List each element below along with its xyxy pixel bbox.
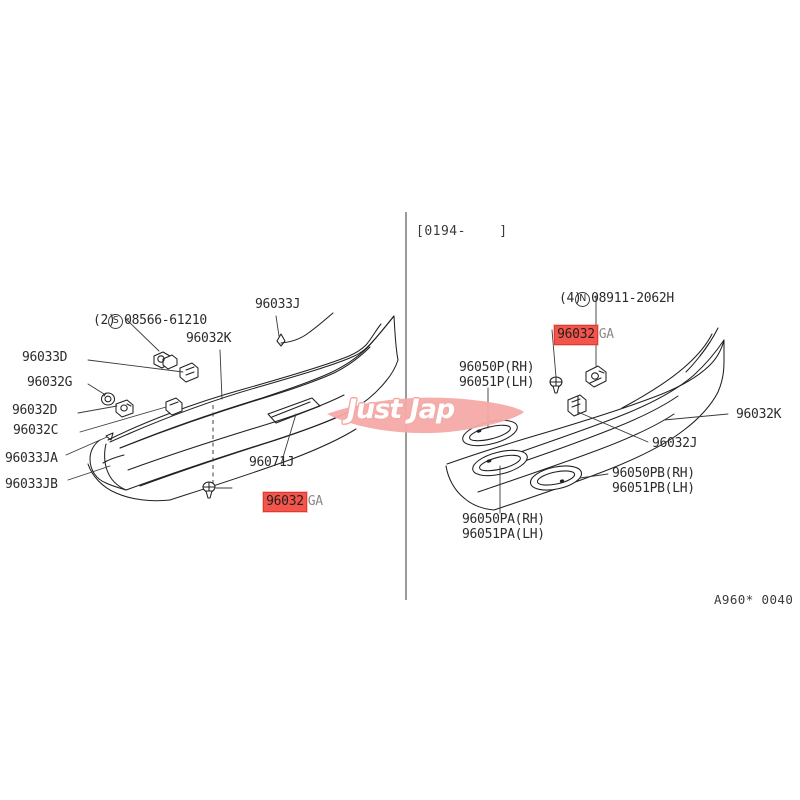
clip-96032ga-right — [549, 376, 563, 394]
leader-96032g — [87, 383, 105, 395]
circle-s-icon: S — [108, 314, 124, 329]
label-96050pa-rh: 96050PA(RH) — [462, 512, 545, 527]
leader-96032d — [77, 405, 118, 414]
label-96051p-lh: 96051P(LH) — [459, 375, 535, 390]
label-96033d: 96033D — [22, 350, 68, 365]
highlight-box-right: 96032 — [554, 325, 598, 345]
clip-08911 — [585, 365, 607, 388]
leader-96033d — [87, 359, 184, 373]
right-spoiler-assembly — [445, 295, 729, 514]
clip-96032ga-left — [202, 481, 216, 499]
diagram-reference-code: A960* 0040 — [714, 592, 794, 607]
leader-96032j-right — [577, 411, 649, 443]
label-08566-qty: (2) — [93, 313, 116, 328]
leader-96071j — [280, 413, 297, 465]
label-96032c: 96032C — [13, 423, 59, 438]
clip-96032c — [165, 397, 183, 416]
label-08911-qty: (4) — [559, 291, 582, 306]
label-96032g: 96032G — [27, 375, 73, 390]
gasket-96050pb — [529, 465, 583, 491]
gasket-96050pa — [472, 449, 528, 477]
label-96050p-rh: 96050P(RH) — [459, 360, 535, 375]
gasket-96050p — [462, 419, 518, 447]
leader-96033j — [275, 315, 280, 337]
label-96051pb-lh: 96051PB(LH) — [612, 481, 695, 496]
clip-96032j — [567, 394, 587, 417]
leader-96032ga-right — [551, 329, 557, 378]
clip-08566 — [153, 351, 178, 370]
label-96050pb-rh: 96050PB(RH) — [612, 466, 695, 481]
leader-96032k — [219, 349, 223, 400]
leader-96033ja — [65, 436, 108, 456]
highlight-tail-left: GA — [307, 494, 323, 509]
label-96032j-right: 96032J — [652, 436, 698, 451]
leader-96032c — [79, 406, 167, 433]
label-96033j: 96033J — [255, 297, 301, 312]
leader-08566 — [124, 317, 160, 352]
label-96071j: 96071J — [249, 455, 295, 470]
leader-96050pb — [579, 473, 609, 479]
label-96032k-right: 96032K — [736, 407, 782, 422]
label-96032k: 96032K — [186, 331, 232, 346]
label-96032d: 96032D — [12, 403, 58, 418]
left-bumper-assembly — [65, 312, 399, 502]
grommet-96032g — [100, 392, 116, 406]
right-panel-header: [0194- ] — [416, 224, 508, 239]
highlight-tail-right: GA — [598, 327, 614, 342]
highlight-box-left: 96032 — [263, 492, 307, 512]
label-96051pa-lh: 96051PA(LH) — [462, 527, 545, 542]
clip-96032d — [115, 399, 134, 418]
label-96033ja: 96033JA — [5, 451, 58, 466]
circle-n-icon: N — [575, 292, 591, 307]
leader-96032k-right — [663, 413, 729, 421]
label-96033jb: 96033JB — [5, 477, 58, 492]
leader-96033jb — [67, 465, 111, 481]
clip-96033d — [179, 362, 199, 383]
arrow-96033ja — [105, 432, 114, 441]
